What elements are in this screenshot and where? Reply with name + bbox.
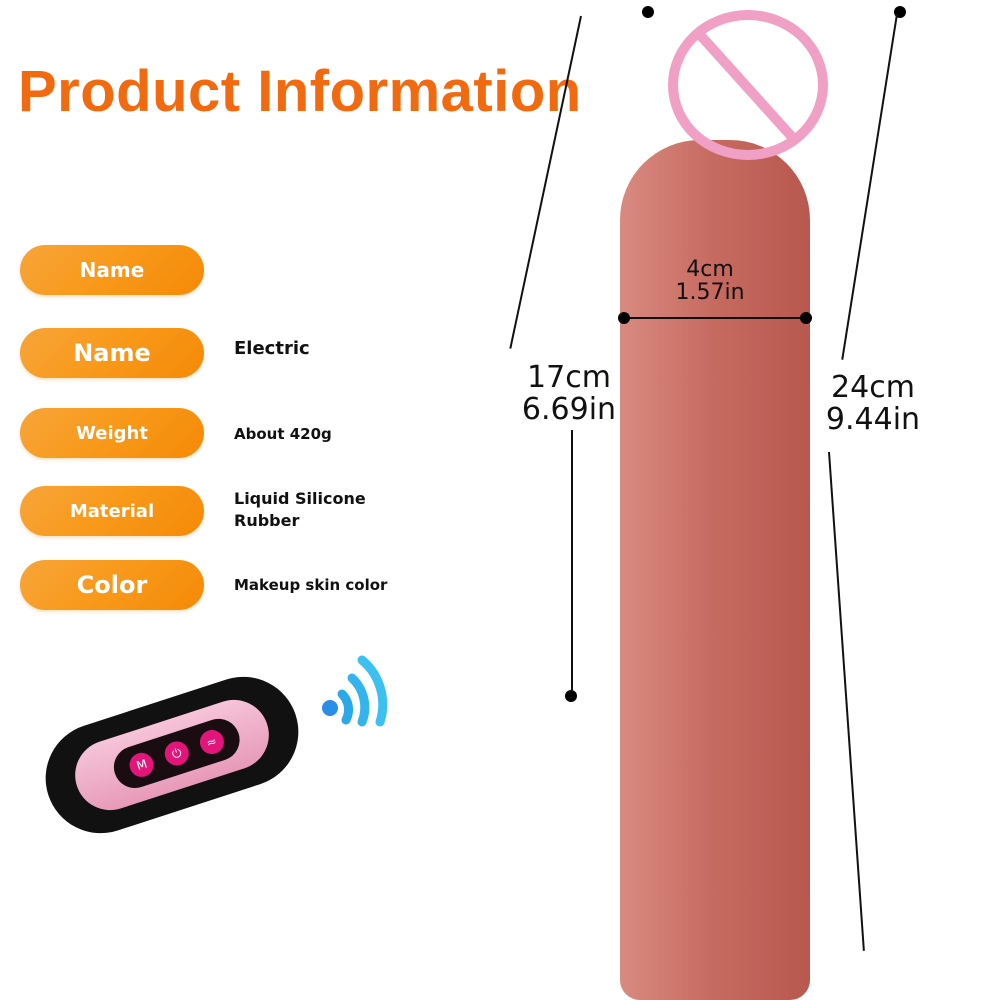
spec-label-material: Material [20,486,204,536]
spec-value-weight: About 420g [234,425,332,443]
wireless-signal-icon [322,655,388,727]
spec-value-color: Makeup skin color [234,576,388,594]
length-insertable-in: 6.69in [521,391,617,427]
page-title: Product Information [18,59,582,124]
prohibited-icon [668,10,828,160]
width-in: 1.57in [675,280,745,306]
width-cm: 4cm [686,257,734,282]
product-image [620,140,810,1000]
length-insertable-cm: 17cm [527,360,611,395]
mode-icon: M [126,749,157,780]
spec-label-color: Color [20,560,204,610]
spec-label-name-1: Name [20,245,204,295]
vibrate-icon: ≈ [196,727,227,758]
power-icon: ⏻ [161,738,192,769]
spec-label-name-2: Name [20,328,204,378]
length-total-in: 9.44in [825,401,921,437]
spec-label-weight: Weight [20,408,204,458]
spec-value-name: Electric [234,338,310,359]
remote-control: M ⏻ ≈ [31,662,313,848]
spec-value-material: Liquid Silicone Rubber [234,489,366,530]
length-total-cm: 24cm [831,370,915,405]
